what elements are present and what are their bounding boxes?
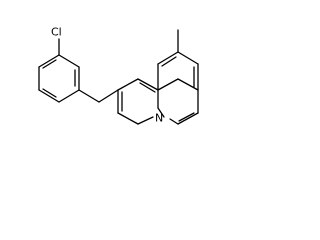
bond: [58, 54, 80, 68]
bond: [117, 112, 139, 125]
double-bond-inner: [42, 59, 57, 69]
bond: [177, 112, 199, 125]
bond: [137, 78, 159, 91]
bond: [38, 89, 60, 103]
quinoline-pyridine-ring: [117, 78, 165, 125]
chlorophenyl-ring: [38, 54, 80, 103]
bond: [38, 54, 60, 68]
double-bond-inner: [139, 82, 156, 93]
bond: [157, 107, 165, 118]
double-bond-inner: [42, 88, 57, 98]
quinoline-benzo-ring: [157, 51, 199, 125]
bond-ch2-quinoline: [98, 89, 119, 103]
nitrogen-atom-label: N: [155, 112, 163, 125]
bond: [117, 78, 139, 91]
chlorine-atom-label: Cl: [51, 26, 62, 39]
double-bond-inner: [161, 56, 177, 67]
bond: [137, 116, 154, 125]
structure-diagram: Cl N: [38, 26, 199, 125]
double-bond-inner: [178, 112, 195, 122]
bond: [169, 118, 179, 125]
bond: [177, 78, 199, 91]
bond-ring-ch2: [78, 89, 100, 103]
bond: [58, 89, 80, 103]
bond: [157, 51, 179, 65]
bond: [177, 51, 199, 65]
bond: [157, 78, 179, 91]
